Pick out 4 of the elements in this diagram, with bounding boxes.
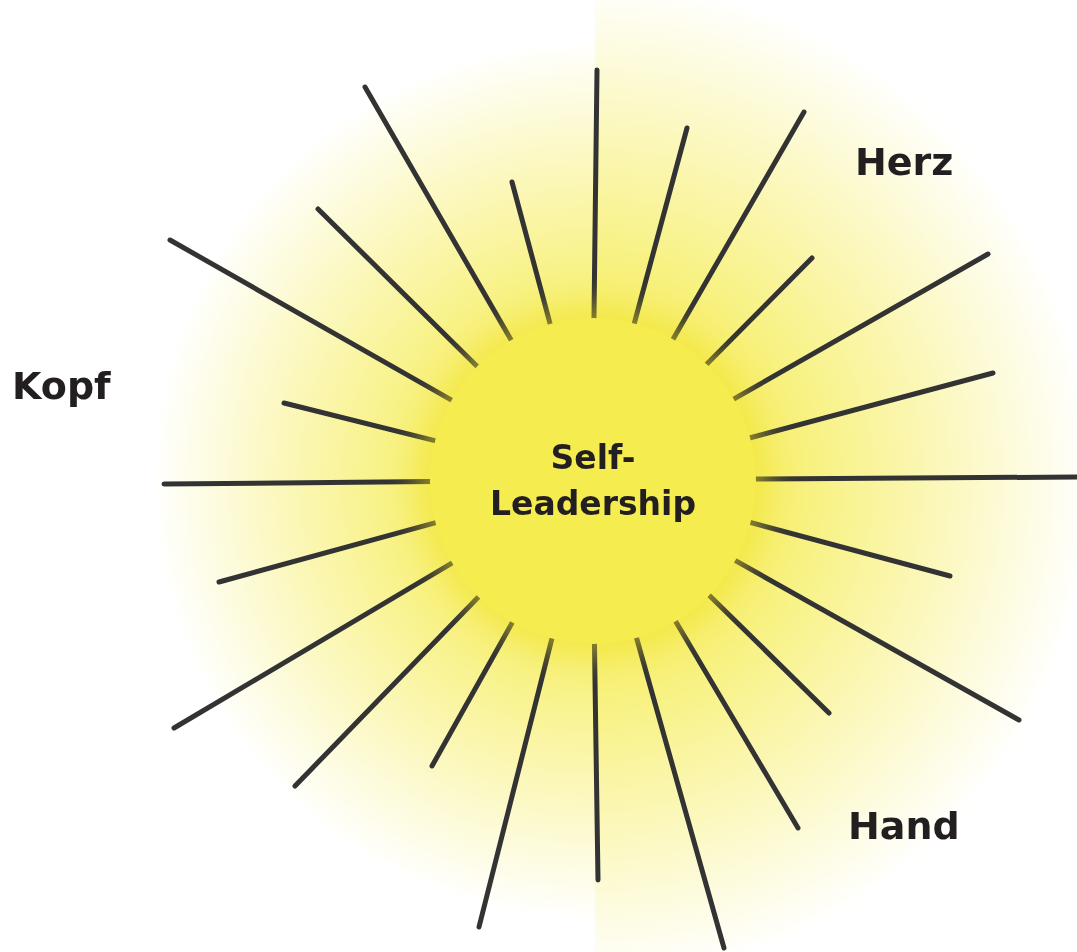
area-label: Herz <box>855 140 954 184</box>
area-label: Hand <box>848 804 960 848</box>
circle-label: Self-Leadership <box>489 436 697 525</box>
area-label: Kopf <box>12 364 111 408</box>
